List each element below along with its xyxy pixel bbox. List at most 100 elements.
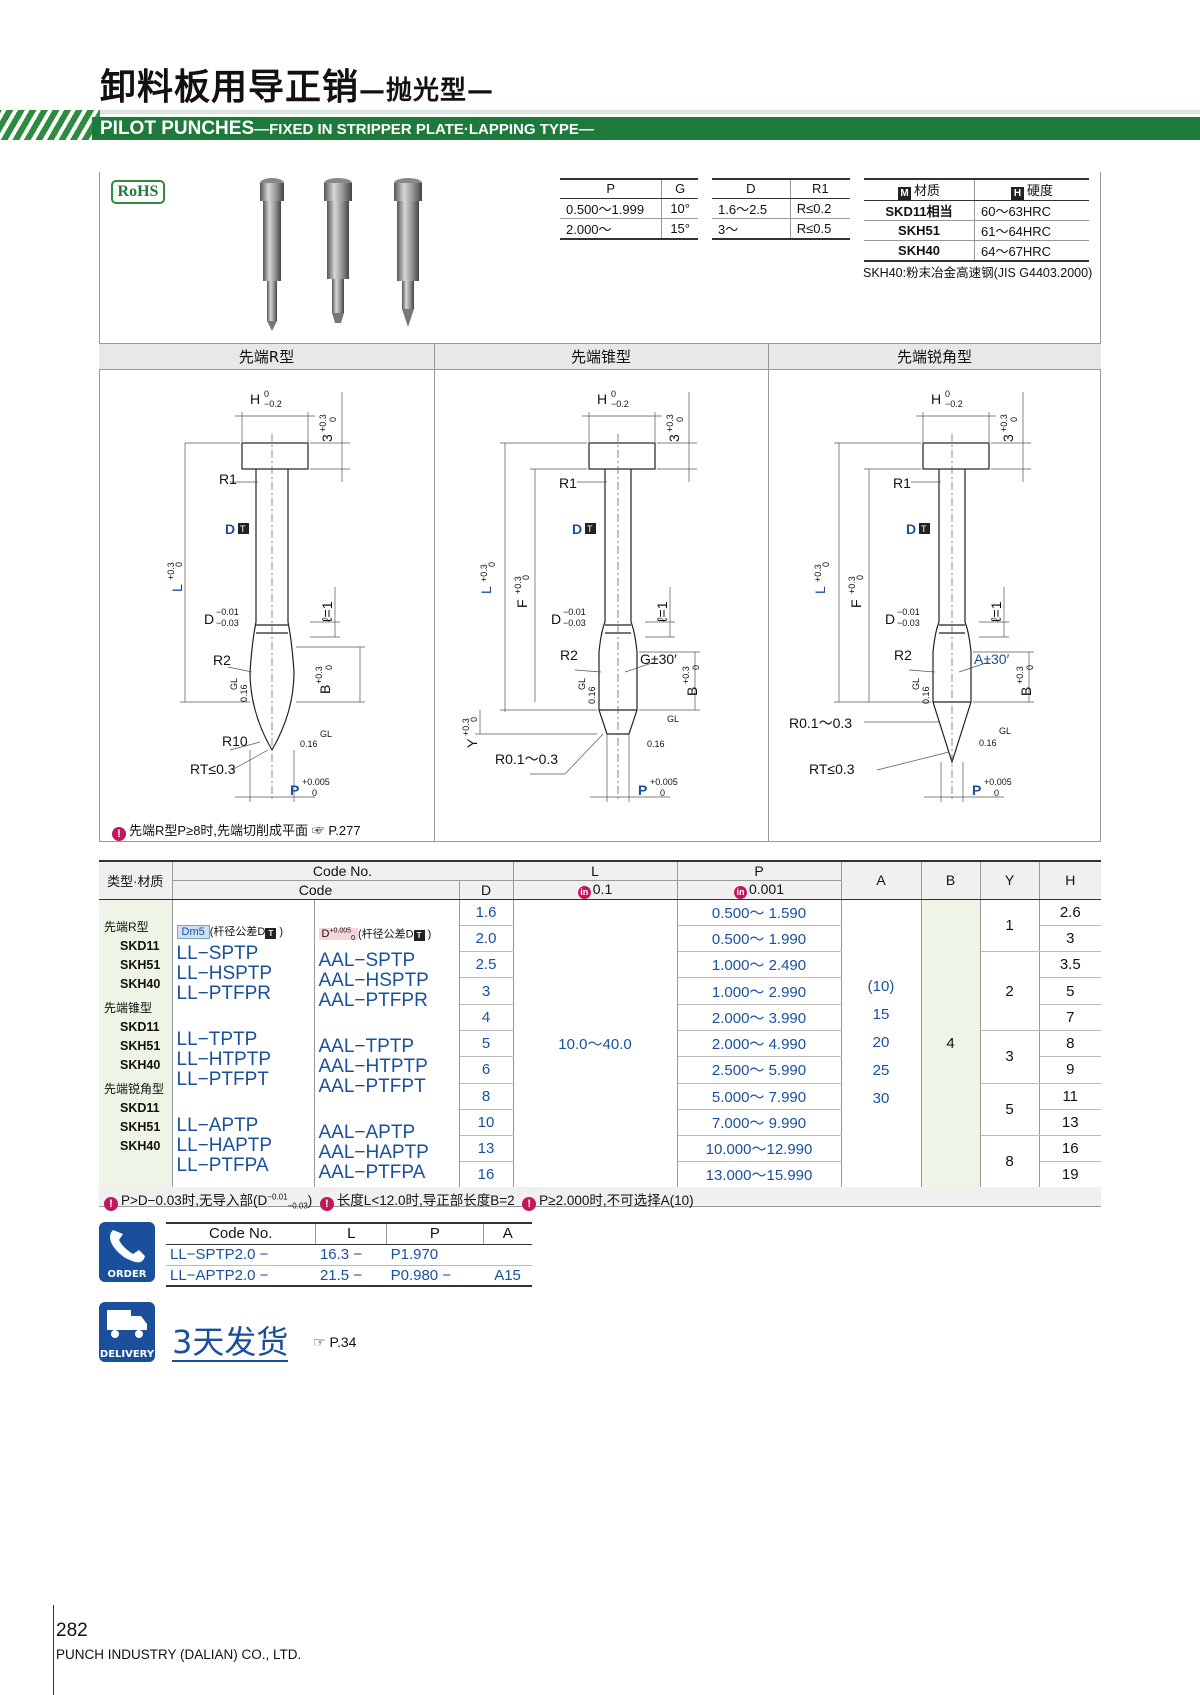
dim-head-thickness: 3 [666, 434, 682, 442]
material: SKH40 [120, 1138, 161, 1153]
table-notes-bar [99, 1187, 1101, 1207]
drawing-r-type: H 0 −0.2 3 +0.3 0 R1 D T L +0.3 0 D −0.0… [166, 389, 365, 802]
dim-h-tol: 0 [945, 389, 950, 399]
dim-r01: R0.1～0.3 [495, 751, 558, 767]
table-notes: !P>D−0.03时,无导入部(D−0.01−0.03) !长度L<12.0时,… [104, 1189, 694, 1211]
p-cell: 13.000～15.990 [677, 1161, 842, 1189]
drawing-taper-type: H 0 −0.2 3 +0.3 0 R1 D T L +0.3 0 F +0.3… [461, 389, 701, 802]
dim-tol: −0.03 [216, 618, 239, 628]
dim-tol: +0.005 [984, 777, 1012, 787]
dim-f: F [848, 599, 864, 608]
dim-l: L [812, 586, 828, 594]
dim-tol: +0.3 [318, 414, 328, 432]
r-type-note-text: 先端R型P≥8时,先端切削成平面 [129, 823, 309, 838]
code-item: LL−HAPTP [176, 1134, 273, 1156]
dim-tol: 0 [675, 417, 685, 422]
spec-box [99, 172, 1101, 842]
dim-r01: R0.1～0.3 [789, 715, 852, 731]
tol-note: (杆径公差D [357, 928, 414, 941]
delivery-ref-page[interactable]: P.34 [329, 1334, 357, 1350]
dim-tol: 0 [994, 788, 999, 798]
t-icon-label: T [587, 524, 593, 534]
delivery-ref[interactable]: ☞ P.34 [313, 1334, 356, 1351]
a-value: (10) [867, 978, 895, 996]
page-title-en: PILOT PUNCHES—FIXED IN STRIPPER PLATE·LA… [100, 117, 594, 140]
dim-tol: +0.3 [665, 414, 675, 432]
footer-rule [53, 1605, 54, 1695]
t-icon: T [265, 927, 277, 939]
dim-d-lower: D [551, 611, 561, 627]
panel-title-taper-type: 先端锥型 [434, 343, 768, 370]
th-l-unit-value: 0.1 [592, 880, 613, 897]
dim-r1: R1 [219, 471, 237, 487]
dim-tol: +0.3 [847, 576, 857, 594]
order-l: 21.5 [319, 1266, 350, 1284]
dim-tol: 0 [1009, 417, 1019, 422]
th-p: P [560, 179, 663, 199]
dim-tol: 0 [691, 665, 701, 670]
d-cell: 3 [459, 977, 514, 1005]
code-item: LL−HSPTP [176, 962, 273, 984]
dim-a-angle: A±30′ [974, 651, 1010, 667]
pin-r-type [260, 178, 284, 331]
roughness-mark: 0.16 [239, 684, 249, 702]
pointing-hand-icon: ☞ [311, 823, 325, 838]
dim-tol: +0.3 [813, 564, 823, 582]
dim-p: P [638, 782, 647, 798]
t-icon: T [413, 930, 425, 942]
note-2: 长度L<12.0时,导正部长度B=2 [336, 1193, 515, 1208]
p-cell: 5.000～ 7.990 [677, 1083, 842, 1110]
d-cell: 13 [459, 1135, 514, 1163]
dim-tol: 0 [312, 788, 317, 798]
code-item: LL−PTFPA [176, 1154, 269, 1176]
product-photo [260, 178, 422, 331]
th-g: G [661, 179, 698, 199]
code-item: LL−PTFPT [176, 1068, 269, 1090]
order-a [483, 1244, 532, 1266]
order-sep: − [442, 1266, 452, 1284]
order-p: P0.980 [390, 1266, 439, 1284]
h-cell: 19 [1061, 1166, 1079, 1184]
cell: SKD11相当 [864, 200, 975, 221]
note-1-sup: −0.01 [267, 1192, 288, 1202]
dim-tol: +0.3 [461, 718, 471, 736]
code-item: AAL−HAPTP [318, 1142, 429, 1164]
y-cell: 3 [980, 1030, 1040, 1084]
material: SKD11 [120, 1019, 160, 1034]
b-cell: 4 [921, 899, 981, 1189]
roughness-mark: 0.16 [587, 686, 597, 704]
material: SKH40 [120, 1057, 161, 1072]
code-item: LL−SPTP [176, 942, 259, 964]
t-icon [585, 523, 596, 534]
dim-tol: 0 [821, 562, 831, 567]
dim-tol: 0 [855, 575, 865, 580]
dim-h: H [931, 391, 941, 407]
t-icon [238, 523, 249, 534]
cell: 61～64HRC [974, 220, 1089, 241]
r-type-note-ref[interactable]: P.277 [328, 823, 361, 838]
dim-b: B [317, 685, 333, 694]
order-badge: ORDER [99, 1222, 155, 1282]
dim-tol: 0 [174, 562, 184, 567]
unit-icon: in [733, 885, 747, 899]
dim-b: B [684, 687, 700, 696]
group-name: 先端R型 [104, 919, 149, 934]
dim-d: D [225, 521, 235, 537]
page-number: 282 [56, 1620, 88, 1641]
p-cell: 10.000～12.990 [677, 1135, 842, 1163]
tol-sup: +0.005 [329, 927, 352, 935]
dim-r10: R10 [222, 733, 248, 749]
code-item: AAL−APTP [318, 1122, 416, 1144]
code-item: AAL−SPTP [318, 950, 416, 972]
unit-icon: in [577, 885, 591, 899]
order-row: LL−APTP2.0 − 21.5 − P0.980 − A15 [166, 1265, 532, 1287]
dim-tol: 0 [521, 575, 531, 580]
tol-dm5-badge: Dm5 [176, 924, 210, 939]
a-value: 20 [872, 1034, 890, 1052]
dim-head-thickness: 3 [1000, 434, 1016, 442]
material-icon: M [897, 187, 911, 200]
code-item: AAL−PTFPR [318, 990, 428, 1012]
